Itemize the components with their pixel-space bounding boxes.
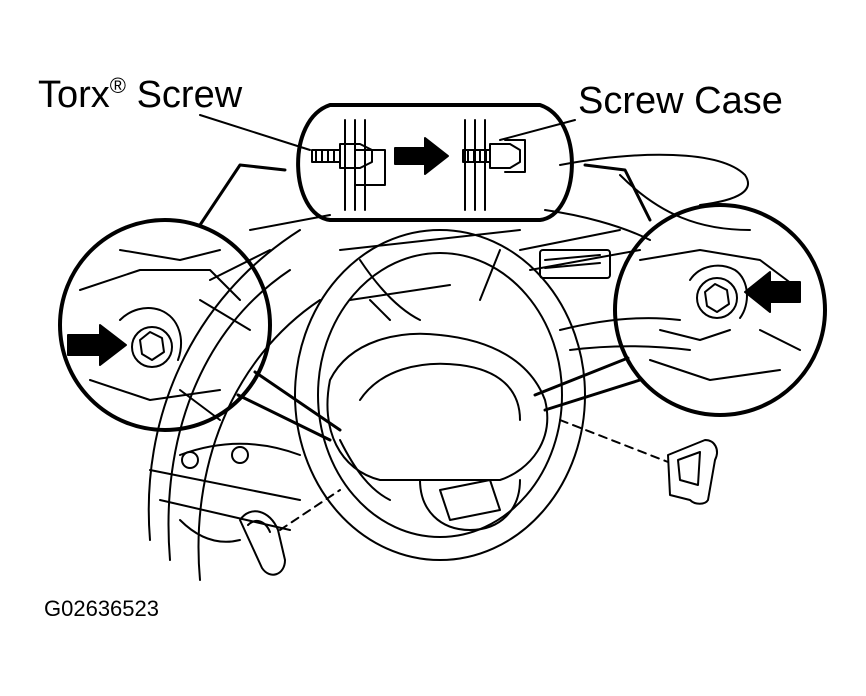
steering-wheel — [294, 229, 586, 561]
screw-word: Screw — [126, 74, 243, 116]
torx-word: Torx — [38, 74, 110, 116]
left-detail-callout — [58, 218, 342, 442]
torx-screw-label: Torx® Screw — [38, 73, 243, 116]
registered-mark: ® — [109, 73, 127, 98]
figure-code: G02636523 — [44, 596, 159, 621]
right-detail-callout — [533, 203, 827, 417]
screw-case-label: Screw Case — [578, 80, 783, 122]
screw-callout — [198, 103, 652, 227]
screw-covers — [239, 419, 718, 576]
